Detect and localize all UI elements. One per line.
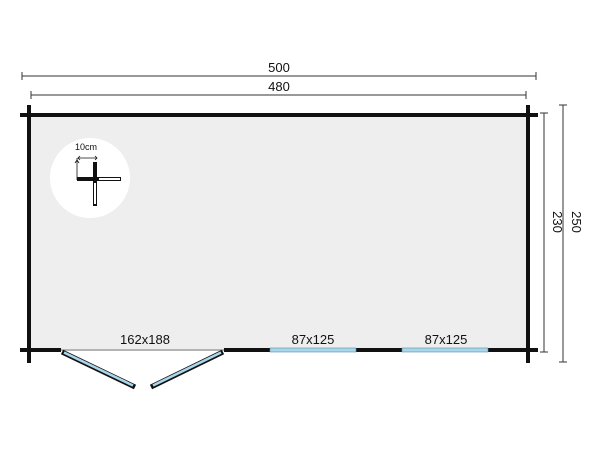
window-2 bbox=[401, 347, 489, 353]
outer-width-label: 500 bbox=[268, 60, 290, 75]
outer-depth-dimension: 250 bbox=[559, 104, 584, 363]
door-size-label: 162x188 bbox=[120, 332, 170, 347]
right-wall bbox=[526, 105, 530, 363]
window-2-size-label: 87x125 bbox=[425, 332, 468, 347]
outer-width-dimension: 500 bbox=[21, 60, 537, 80]
left-wall bbox=[27, 105, 31, 363]
bottom-wall-left bbox=[20, 348, 61, 352]
window-1 bbox=[269, 347, 357, 353]
top-wall bbox=[20, 113, 538, 117]
bottom-wall-mid-2 bbox=[356, 348, 402, 352]
inner-width-dimension: 480 bbox=[30, 79, 527, 99]
walls bbox=[20, 105, 538, 363]
bottom-wall-mid-1 bbox=[224, 348, 270, 352]
inner-width-label: 480 bbox=[268, 79, 290, 94]
inner-depth-label: 230 bbox=[550, 211, 565, 233]
inner-depth-dimension: 230 bbox=[540, 112, 565, 353]
bottom-wall-right bbox=[488, 348, 538, 352]
window-1-size-label: 87x125 bbox=[292, 332, 335, 347]
door-leaf-left bbox=[60, 349, 137, 390]
door-leaf-right bbox=[149, 349, 225, 390]
corner-joint-detail: 10cm bbox=[50, 138, 130, 218]
wall-thickness-label: 10cm bbox=[75, 142, 97, 152]
outer-depth-label: 250 bbox=[569, 211, 584, 233]
